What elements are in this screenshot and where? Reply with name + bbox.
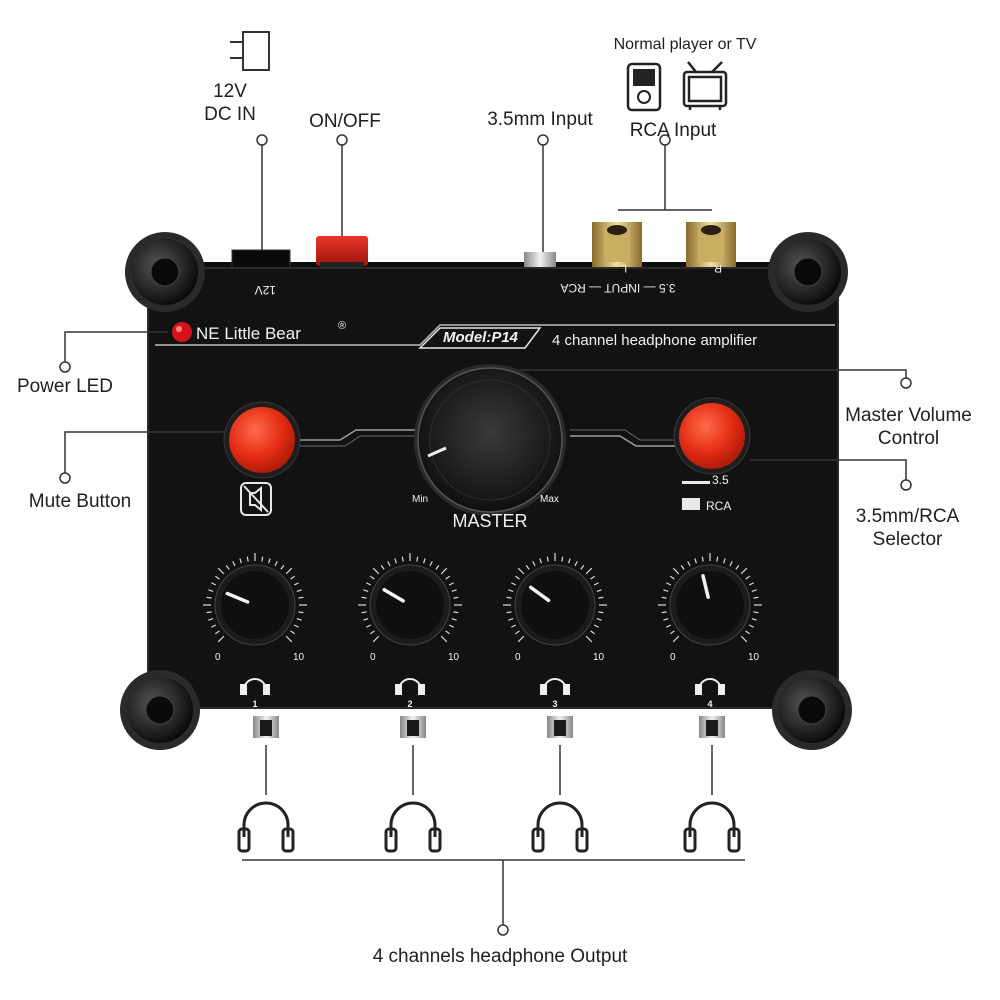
channel-number: 1 [252,699,257,709]
power-led-label: Power LED [16,376,114,397]
outputs-label: 4 channels headphone Output [372,946,628,967]
channel-4-volume-knob[interactable]: 0 10 4 [658,553,762,709]
rear-dc-label: 12V [255,283,276,297]
knob-max-label: 10 [748,652,760,663]
master-volume-label-line1: Master Volume [845,405,972,426]
master-volume-knob[interactable] [414,364,566,516]
panel-subtitle: 4 channel headphone amplifier [552,332,757,349]
dc-in-label: 12V DC IN [190,80,270,126]
selector-label: 3.5mm/RCA Selector [835,505,980,551]
on-off-label: ON/OFF [309,111,381,132]
channel-3-volume-knob[interactable]: 0 10 3 [503,553,607,709]
channel-2-volume-knob[interactable]: 0 10 2 [358,553,462,709]
mute-icon [240,482,272,516]
channel-1-headphone-icon [240,678,270,695]
power-plug-icon [230,31,270,71]
channel-number: 4 [707,699,712,709]
output-jacks [253,716,725,795]
knob-indicator [382,587,405,603]
knob-min-label: 0 [670,652,676,663]
power-switch[interactable] [316,236,368,266]
input-selector-button[interactable] [673,397,751,475]
selector-label-line2: Selector [872,529,943,550]
knob-indicator [528,585,551,603]
channel-2-headphone-icon [395,678,425,695]
brand-name: NE Little Bear [196,324,301,343]
foot-top-right [768,232,848,312]
knob-max-label: 10 [593,652,605,663]
mute-button[interactable] [223,401,301,479]
knob-indicator [701,574,710,599]
music-player-icon [626,62,662,112]
master-label: MASTER [452,511,527,531]
channel-4-headphone-icon [695,678,725,695]
knob-max-label: 10 [448,652,460,663]
rear-input-label: 3.5 — INPUT — RCA [560,281,675,295]
knob-indicator [225,591,250,604]
power-led [172,322,192,342]
knob-min-label: 0 [515,652,521,663]
knob-max-label: 10 [293,652,305,663]
selector-rca-label: RCA [706,499,731,513]
source-caption: Normal player or TV [613,36,757,53]
rca-left-jack [592,222,642,268]
knob-min-label: 0 [370,652,376,663]
knob-min-label: 0 [215,652,221,663]
foot-bottom-right [772,670,852,750]
registered-mark: ® [338,320,346,332]
master-volume-label: Master Volume Control [826,404,991,450]
selector-35-label: 3.5 [712,473,729,487]
dc-in-label-line2: DC IN [204,104,256,125]
headphones-icon [237,801,295,853]
headphones-icon [384,801,442,853]
headphones-icon [531,801,589,853]
channel-number: 2 [407,699,412,709]
aux-input-jack [524,252,556,268]
channel-number: 3 [552,699,557,709]
rca-right-jack [686,222,736,268]
master-min-label: Min [412,494,428,505]
channel-3-headphone-icon [540,678,570,695]
tv-icon [682,61,728,110]
foot-bottom-left [120,670,200,750]
master-max-label: Max [540,494,559,505]
selector-label-line1: 3.5mm/RCA [855,506,960,527]
model-number: Model:P14 [443,329,519,346]
headphones-icon [683,801,741,853]
dc-in-label-line1: 12V [213,81,247,102]
callout-dots [59,134,912,936]
rear-left-label: L [621,262,627,274]
rca-input-label: RCA Input [629,120,717,141]
channel-1-volume-knob[interactable]: 0 10 1 [203,553,307,709]
master-volume-label-line2: Control [877,428,940,449]
rear-right-label: R [714,262,722,274]
mute-button-label: Mute Button [28,491,132,512]
input-35-label: 3.5mm Input [487,109,593,130]
foot-top-left [125,232,205,312]
headphone-icons [237,801,741,853]
